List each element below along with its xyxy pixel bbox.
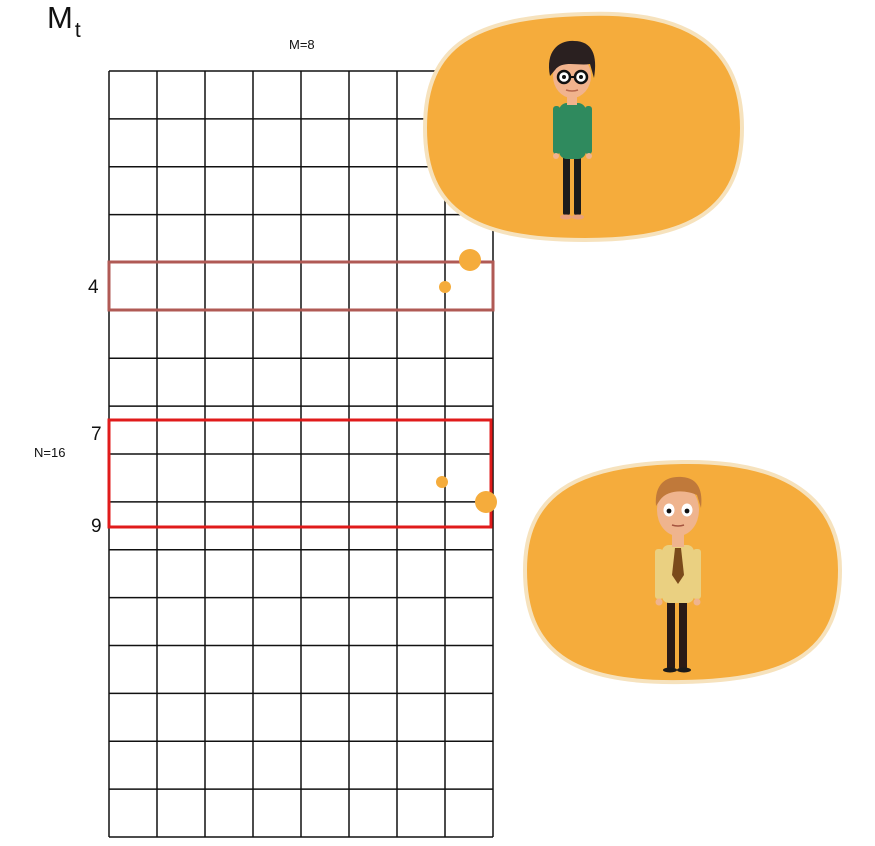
- highlight-row-4: [107, 260, 495, 312]
- thought-dot-large-bottom: [475, 491, 497, 513]
- thought-dot-small-bottom: [436, 476, 448, 488]
- rows-label: N=16: [34, 445, 66, 460]
- matrix-grid: [108, 70, 494, 838]
- character-bubble-bottom: [436, 459, 843, 685]
- thought-dot-small-top: [439, 281, 451, 293]
- row-label-4: 4: [88, 277, 99, 298]
- highlight-rows-7-9: [107, 418, 493, 529]
- character-bubble-top: [422, 11, 745, 293]
- thought-dot-large-top: [459, 249, 481, 271]
- columns-label: M=8: [289, 37, 315, 52]
- character-with-glasses: [549, 40, 596, 220]
- matrix-title-subscript: t: [74, 19, 81, 42]
- row-label-7: 7: [91, 424, 102, 445]
- character-with-tie: [655, 476, 702, 673]
- matrix-title-main: M: [47, 0, 73, 35]
- row-label-9: 9: [91, 516, 102, 537]
- matrix-title: Mt: [47, 2, 81, 41]
